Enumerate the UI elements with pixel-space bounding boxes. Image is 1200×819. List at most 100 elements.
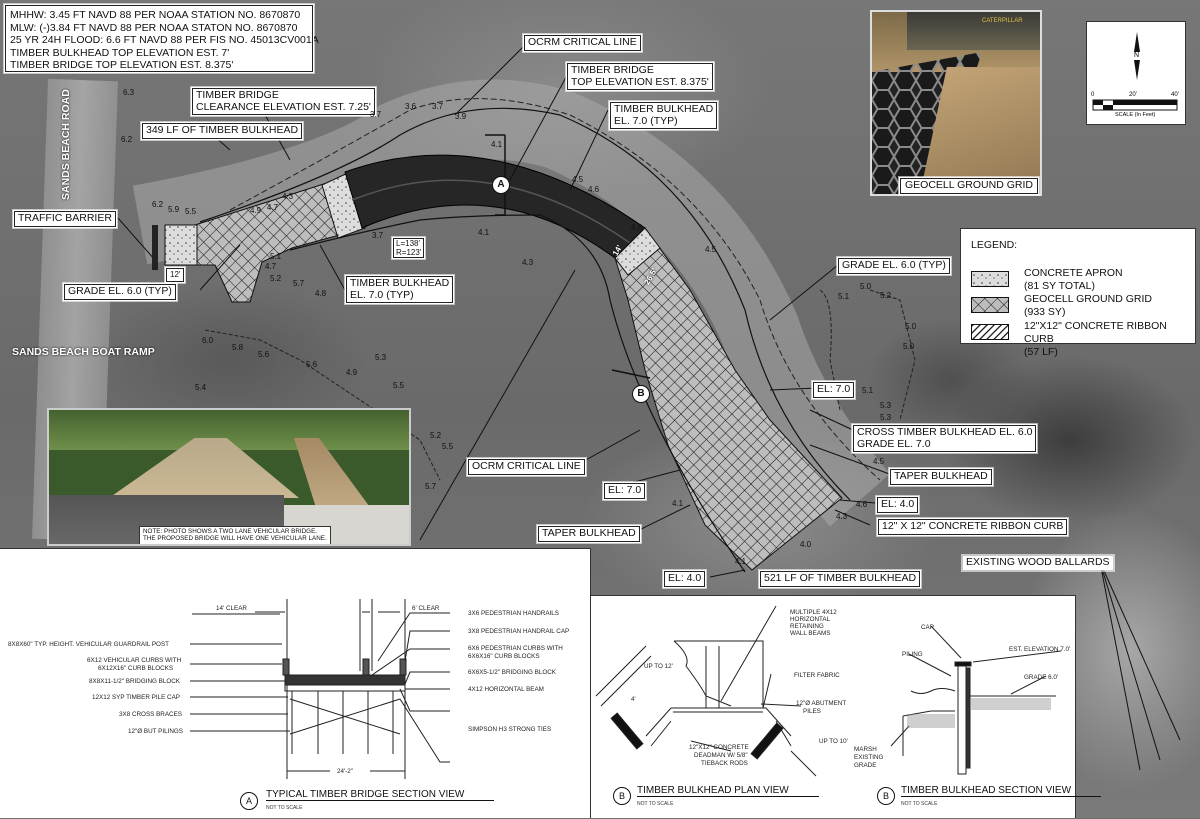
callout-line: EL. 7.0 (TYP) (614, 114, 678, 127)
spot-elevation: 5.7 (425, 482, 437, 491)
detail-b-section-label: PILING (902, 651, 923, 658)
geocell-area-right (614, 227, 843, 571)
legend-item-geocell: GEOCELL GROUND GRID(933 SY) (969, 293, 1194, 321)
geocell-photo-caption: GEOCELL GROUND GRID (899, 177, 1039, 195)
detail-a-subtitle: NOT TO SCALE (266, 805, 303, 811)
detail-a-title: TYPICAL TIMBER BRIDGE SECTION VIEW (266, 789, 495, 801)
callout-ocrm-critical-line-bottom: OCRM CRITICAL LINE (467, 458, 586, 476)
callout-grade-right: GRADE EL. 6.0 (TYP) (837, 257, 951, 275)
legend-sublabel: (81 SY TOTAL) (1024, 280, 1096, 292)
callout-existing-wood-ballards: EXISTING WOOD BALLARDS (963, 556, 1113, 570)
detail-b-plan-label: DEADMAN W/ 5/8" (694, 752, 748, 759)
spot-elevation: 5.8 (232, 343, 244, 352)
spot-elevation: 5.1 (270, 252, 282, 261)
spot-elevation: 4.5 (705, 245, 717, 254)
spot-elevation: 6.2 (152, 200, 164, 209)
scale-label: SCALE (In Feet) (1115, 112, 1156, 118)
detail-b-plan-label: UP TO 12' (644, 663, 673, 670)
detail-a-label: 3X8 CROSS BRACES (119, 711, 182, 718)
spot-elevation: 4.9 (250, 206, 262, 215)
spot-elevation: 5.2 (430, 431, 442, 440)
spot-elevation: 5.1 (862, 386, 874, 395)
spot-elevation: 4.5 (873, 457, 885, 466)
label-sands-beach-boat-ramp: SANDS BEACH BOAT RAMP (12, 346, 155, 358)
legend: LEGEND: CONCRETE APRON(81 SY TOTAL) GEOC… (960, 228, 1196, 358)
spot-elevation: 5.5 (442, 442, 454, 451)
detail-b-section-label: GRADE 6.0' (1024, 674, 1059, 681)
bulkhead-line-inner (289, 214, 746, 573)
concrete-apron-left (164, 224, 198, 266)
spot-elevation: 5.3 (880, 401, 892, 410)
callout-ocrm-critical-line: OCRM CRITICAL LINE (523, 34, 642, 52)
detail-a-label: 12X12 SYP TIMBER PILE CAP (92, 694, 180, 701)
detail-a-label: SIMPSON H3 STRONG TIES (468, 726, 552, 733)
curve-length: L=138' (396, 239, 420, 248)
spot-elevation: 4.9 (346, 368, 358, 377)
spot-elevation: 4.7 (265, 262, 277, 271)
detail-a-label: 8X8X60" TYP. HEIGHT. VEHICULAR GUARDRAIL… (8, 641, 169, 648)
detail-b-section-marker: B (877, 787, 895, 805)
spot-elevation: 5.3 (880, 413, 892, 422)
bulkhead-drawings (595, 605, 1062, 777)
detail-timber-bridge-section: 14' CLEAR 6' CLEAR 24'-2" 8X8X60" TYP. H… (0, 548, 591, 818)
detail-a-label: 6X12X16" CURB BLOCKS (98, 665, 174, 672)
photo-brand-text: CATERPILLAR (982, 18, 1023, 24)
note-bulkhead-elevation: TIMBER BULKHEAD TOP ELEVATION EST. 7' (10, 46, 230, 59)
section-marker-b: B (632, 385, 650, 403)
spot-elevation: 6.0 (202, 336, 214, 345)
detail-b-plan-label: UP TO 10' (819, 738, 848, 745)
detail-a-label: 3X6 PEDESTRIAN HANDRAILS (468, 610, 559, 617)
scale-tick: 40' (1171, 92, 1179, 98)
dim-bridge-width: 24'-2" (337, 768, 354, 775)
label-sands-beach-road: SANDS BEACH ROAD (60, 89, 72, 200)
detail-b-plan-label: TIEBACK RODS (701, 760, 748, 767)
callout-el-7-left: EL: 7.0 (602, 482, 647, 500)
spot-elevation: 3.6 (405, 102, 417, 111)
spot-elevation: 4.6 (588, 185, 600, 194)
dim-6-clear: 6' CLEAR (412, 605, 440, 612)
detail-b-plan-subtitle: NOT TO SCALE (637, 801, 674, 807)
curve-data: L=138'R=123' (391, 237, 426, 259)
spot-elevation: 5.9 (168, 205, 180, 214)
spot-elevation: 4.1 (735, 557, 747, 566)
callout-line: TIMBER BULKHEAD (614, 103, 714, 115)
callout-line: TIMBER BRIDGE (196, 89, 279, 101)
spot-elevation: 5.4 (195, 383, 207, 392)
legend-sublabel: (57 LF) (1024, 346, 1058, 358)
spot-elevation: 5.0 (905, 322, 917, 331)
detail-b-plan-marker: B (613, 787, 631, 805)
detail-b-section-subtitle: NOT TO SCALE (901, 801, 938, 807)
detail-a-label: 3X8 PEDESTRIAN HANDRAIL CAP (468, 628, 570, 635)
spot-elevation: 4.6 (631, 223, 643, 232)
detail-a-label: 12"Ø BUT PILINGS (128, 728, 183, 735)
callout-521-lf-bulkhead: 521 LF OF TIMBER BULKHEAD (758, 570, 922, 588)
callout-taper-bulkhead-right: TAPER BULKHEAD (889, 468, 993, 486)
spot-elevation: 4.1 (672, 499, 684, 508)
legend-title: LEGEND: (971, 239, 1018, 251)
scale-tick: 20' (1129, 92, 1137, 98)
callout-ribbon-curb: 12" X 12" CONCRETE RIBBON CURB (876, 518, 1069, 536)
legend-label: 12"X12" CONCRETE RIBBON CURB (1024, 320, 1167, 345)
concrete-apron-swatch (971, 271, 1009, 287)
detail-b-plan-label: FILTER FABRIC (794, 672, 840, 679)
spot-elevation: 4.1 (491, 140, 503, 149)
detail-a-marker: A (240, 792, 258, 810)
spot-elevation: 4.1 (478, 228, 490, 237)
spot-elevation: 5.2 (880, 291, 892, 300)
bridge-section-drawing (190, 599, 450, 779)
geocell-photo-inset: CATERPILLAR (870, 10, 1042, 196)
spot-elevation: 5.6 (258, 350, 270, 359)
detail-b-plan-label: RETAINING (790, 623, 824, 630)
callout-line: CLEARANCE ELEVATION EST. 7.25' (196, 100, 371, 113)
spot-elevation: 4.7 (267, 203, 279, 212)
detail-a-label: 4X12 HORIZONTAL BEAM (468, 686, 544, 693)
spot-elevation: 5.5 (393, 381, 405, 390)
legend-item-concrete-apron: CONCRETE APRON(81 SY TOTAL) (969, 267, 1194, 295)
detail-a-label: 8X8X11-1/2" BRIDGING BLOCK (89, 678, 181, 685)
spot-elevation: 5.6 (306, 360, 318, 369)
spot-elevation: 4.0 (800, 540, 812, 549)
